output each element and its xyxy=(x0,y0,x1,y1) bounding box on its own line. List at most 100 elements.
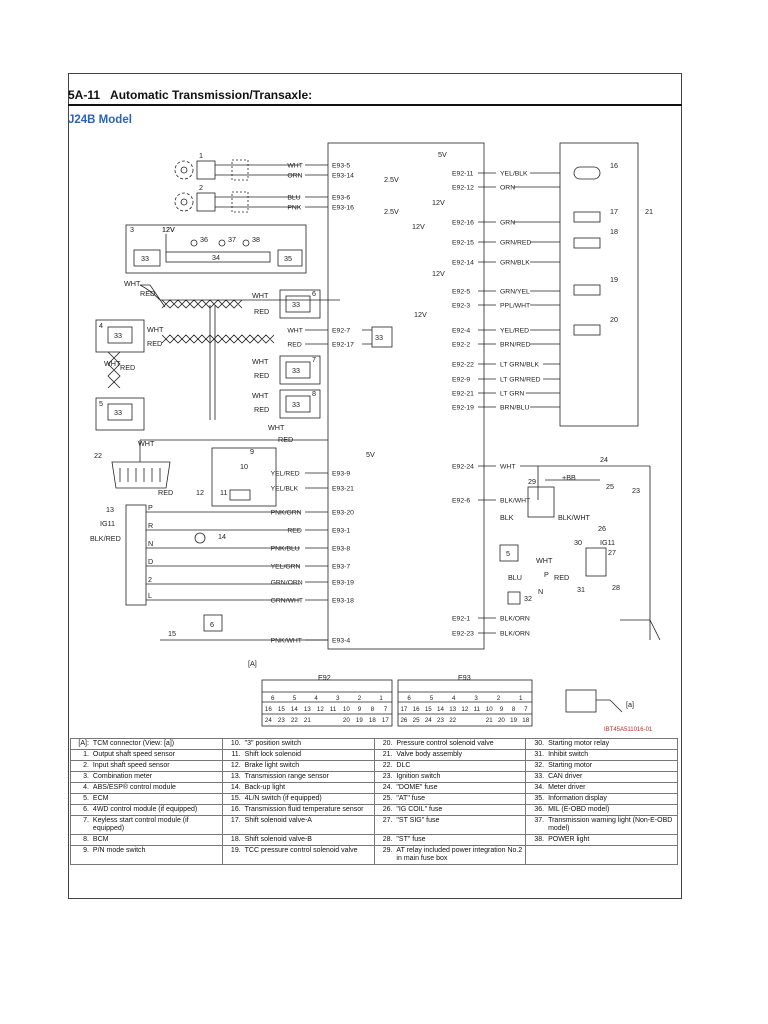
e92-r2-6: 10 xyxy=(343,706,350,713)
e93-r2-4: 13 xyxy=(449,706,456,713)
e92-r3-8: 18 xyxy=(369,717,376,724)
wire-red-4: RED xyxy=(120,363,135,372)
legend-number: 30. xyxy=(525,738,547,750)
left-wire-3: PNK xyxy=(287,205,301,212)
left-wire-1: ORN xyxy=(287,173,302,180)
e93-r3-3: 23 xyxy=(437,717,444,724)
svg-text:33: 33 xyxy=(292,300,300,309)
e93-r3-2: 24 xyxy=(425,717,432,724)
legend-text: Pressure control solenoid valve xyxy=(394,738,527,750)
model-title: J24B Model xyxy=(68,114,132,126)
4wd-module: 6 33 xyxy=(279,289,321,319)
right-wire-2: GRN xyxy=(500,220,515,227)
e92-r2-1: 15 xyxy=(278,706,285,713)
svg-text:6: 6 xyxy=(312,289,316,298)
svg-text:34: 34 xyxy=(212,253,220,262)
legend-text: Output shaft speed sensor xyxy=(90,749,223,761)
left-pin-11: E93-7 xyxy=(332,564,350,571)
legend-number: 31. xyxy=(525,749,547,761)
legend-number: 36. xyxy=(525,804,547,816)
right-pin-8: E92-2 xyxy=(452,342,470,349)
legend-text xyxy=(546,845,679,865)
left-pin-13: E93-18 xyxy=(332,598,354,605)
wire-red-6: RED xyxy=(254,405,269,414)
right-wire-7: YEL/RED xyxy=(500,328,529,335)
legend-text: 4L/N switch (if equipped) xyxy=(242,793,375,805)
legend-text: "ST" fuse xyxy=(394,834,527,846)
svg-text:8: 8 xyxy=(312,389,316,398)
label-5v-b: 5V xyxy=(366,450,375,459)
e93-r2-6: 11 xyxy=(474,706,481,713)
e93-r3-0: 26 xyxy=(400,717,407,724)
left-wire-5: RED xyxy=(287,342,301,349)
e92-r3-6: 20 xyxy=(343,717,350,724)
output-speed-sensor: 1 xyxy=(174,151,300,181)
e92-r1-4: 2 xyxy=(358,695,362,702)
label-12: 12 xyxy=(196,488,204,497)
legend-text: Shift solenoid valve-B xyxy=(242,834,375,846)
wire-wht-4: WHT xyxy=(104,359,121,368)
svg-text:24: 24 xyxy=(600,455,608,464)
legend-number: 23. xyxy=(373,771,395,783)
svg-text:27: 27 xyxy=(608,548,616,557)
e92-r2-0: 16 xyxy=(265,706,272,713)
e92-r3-7: 19 xyxy=(356,717,363,724)
e92-r3-3: 21 xyxy=(304,717,311,724)
wire-blu: BLU xyxy=(508,573,522,582)
left-pin-1: E93-14 xyxy=(332,173,354,180)
right-pin-10: E92-9 xyxy=(452,377,470,384)
right-wire-1: ORN xyxy=(500,185,515,192)
wire-wht-8: WHT xyxy=(138,439,155,448)
can-bus xyxy=(139,284,340,309)
header-rule xyxy=(68,104,682,106)
svg-text:12V: 12V xyxy=(162,225,175,234)
right-pin-0: E92-11 xyxy=(452,171,474,178)
right-wire-12: BRN/BLU xyxy=(500,405,530,412)
e92-r2-2: 14 xyxy=(291,706,298,713)
wire-red-1: RED xyxy=(140,289,155,298)
4l-n-switch: 615 xyxy=(160,614,328,641)
legend-number: 21. xyxy=(373,749,395,761)
e92-r2-5: 11 xyxy=(330,706,337,713)
conn-e93-label: E93 xyxy=(458,673,471,682)
svg-text:33: 33 xyxy=(292,400,300,409)
legend-number: 22. xyxy=(373,760,395,772)
svg-text:4: 4 xyxy=(99,321,103,330)
range-letter-3: D xyxy=(148,557,153,566)
svg-text:16: 16 xyxy=(610,161,618,170)
left-wire-13: GRN/WHT xyxy=(271,598,303,605)
left-pin-14: E93-4 xyxy=(332,638,350,645)
svg-text:13: 13 xyxy=(106,505,114,514)
wire-blk: BLK xyxy=(500,513,514,522)
legend-number: 25. xyxy=(373,793,395,805)
right-wire-8: BRN/RED xyxy=(500,342,531,349)
left-wire-7: YEL/BLK xyxy=(271,486,299,493)
label-12v-d: 12V xyxy=(414,310,427,319)
e93-r1-3: 3 xyxy=(474,695,478,702)
legend-text: TCM connector (View: [a]) xyxy=(90,738,223,750)
legend-number: [A]: xyxy=(69,738,91,750)
legend-number: 38. xyxy=(525,834,547,846)
e92-r2-7: 9 xyxy=(358,706,362,713)
right-wire-6: PPL/WHT xyxy=(500,303,530,310)
abs-module: 433 xyxy=(95,319,145,353)
e93-r3-1: 25 xyxy=(413,717,420,724)
legend-text: POWER light xyxy=(546,834,679,846)
e93-r2-1: 16 xyxy=(413,706,420,713)
legend-text: Brake light switch xyxy=(242,760,375,772)
legend-number: 2. xyxy=(69,760,91,772)
right-pin-1: E92-12 xyxy=(452,185,474,192)
legend-table: [A]:TCM connector (View: [a])10."3" posi… xyxy=(69,738,679,865)
legend-text: BCM xyxy=(90,834,223,846)
e93-r2-0: 17 xyxy=(400,706,407,713)
wire-wht-9: WHT xyxy=(536,556,553,565)
